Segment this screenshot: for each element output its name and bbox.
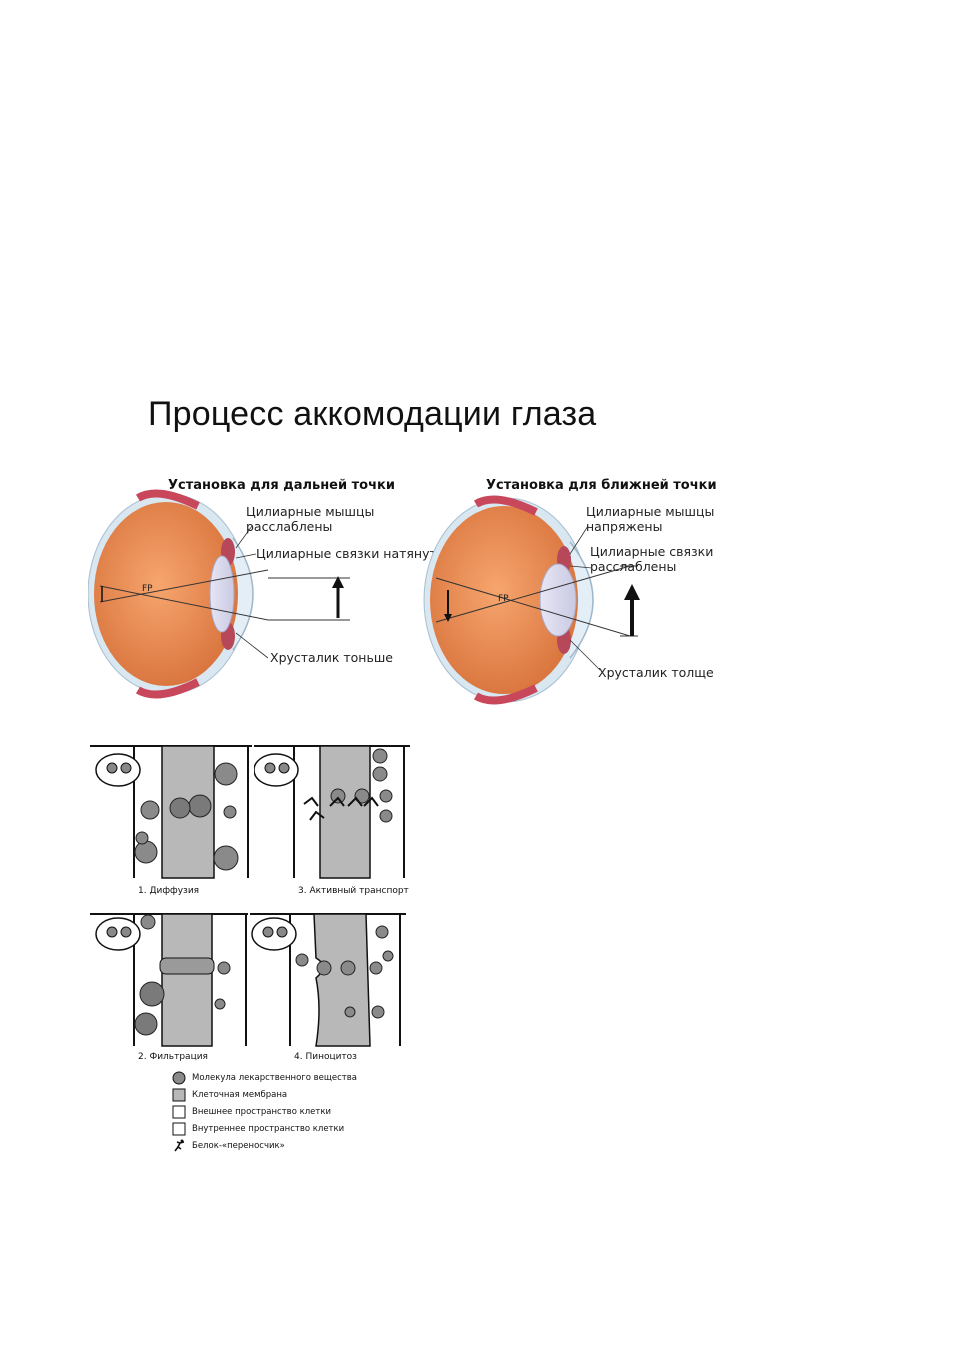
carrier-protein-icon — [174, 1139, 185, 1152]
lens-thick — [539, 563, 577, 637]
outer-space-swatch-icon — [172, 1105, 186, 1119]
near-lens-label: Хрусталик толще — [598, 665, 714, 680]
page-title: Процесс аккомодации глаза — [148, 394, 597, 433]
near-heading: Установка для ближней точки — [486, 478, 717, 493]
caption-active-transport: 3. Активный транспорт — [298, 886, 409, 896]
membrane-swatch-icon — [172, 1088, 186, 1102]
legend-item: Клеточная мембрана — [170, 1087, 430, 1104]
far-fp-label: FP — [142, 584, 153, 594]
pinocytosis-diagram — [250, 913, 406, 1047]
caption-diffusion: 1. Диффузия — [138, 886, 200, 896]
legend-item: Внешнее пространство клетки — [170, 1104, 430, 1121]
far-eye-diagram — [88, 489, 350, 699]
filtration-diagram — [90, 913, 248, 1047]
membrane-transport-figure: 1. Диффузия 3. Активный транспорт 2. Фил… — [90, 740, 420, 1160]
caption-filtration: 2. Фильтрация — [138, 1052, 208, 1062]
legend-item: Молекула лекарственного вещества — [170, 1070, 430, 1087]
far-heading: Установка для дальней точки — [168, 478, 395, 493]
lens-thin — [209, 555, 235, 633]
inner-space-swatch-icon — [172, 1122, 186, 1136]
far-point-panel: Установка для дальней точки Цилиарные мы… — [88, 468, 447, 730]
near-eye-diagram — [423, 495, 640, 705]
far-lens-label: Хрусталик тоньше — [270, 650, 393, 665]
legend: Молекула лекарственного вещества Клеточн… — [170, 1070, 430, 1155]
legend-item: Внутреннее пространство клетки — [170, 1121, 430, 1138]
near-point-panel: Установка для ближней точки Цилиарные мы… — [420, 468, 750, 730]
eyeball — [94, 502, 238, 686]
active-transport-diagram — [254, 745, 410, 879]
molecule-icon — [172, 1071, 186, 1085]
near-fp-label: FP — [498, 594, 509, 604]
legend-item: Белок-«переносчик» — [170, 1138, 430, 1155]
caption-pinocytosis: 4. Пиноцитоз — [294, 1052, 357, 1062]
far-ligaments-label: Цилиарные связки натянуты — [256, 546, 447, 561]
diffusion-diagram — [90, 745, 252, 879]
